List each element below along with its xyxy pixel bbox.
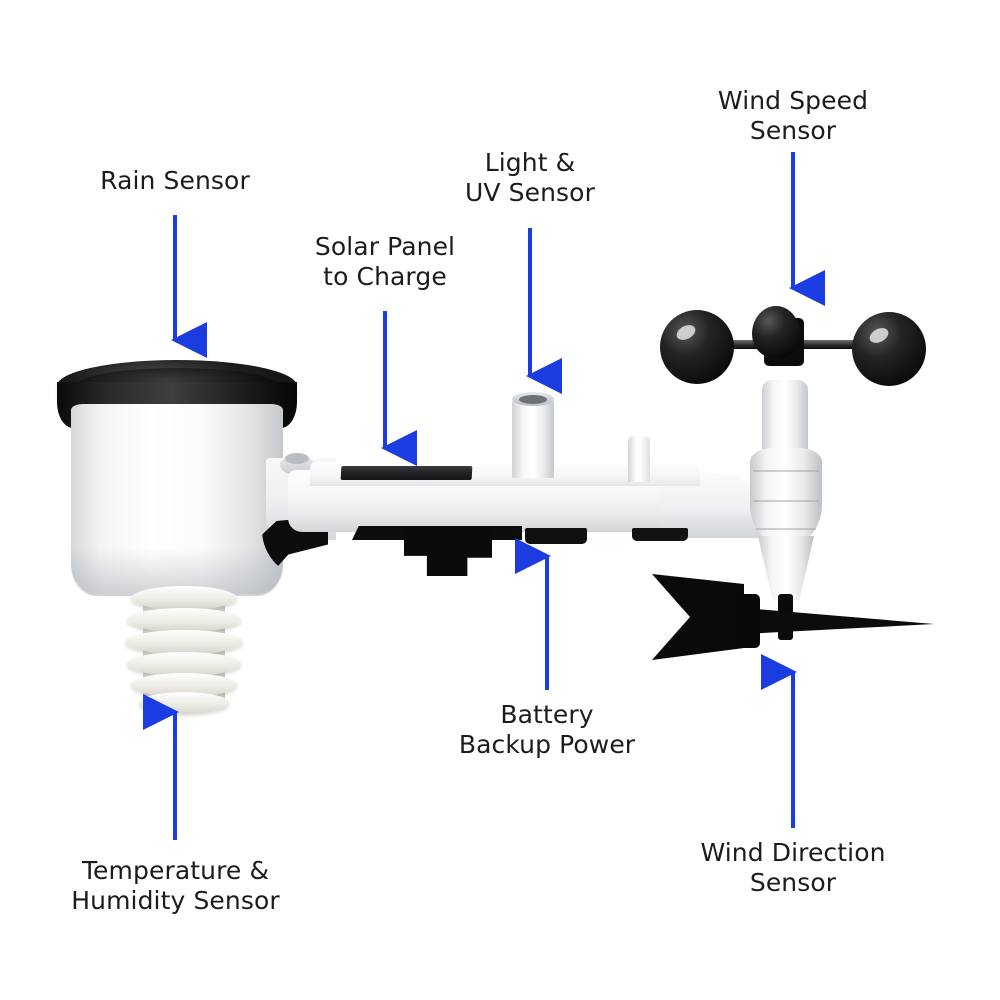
label-wind-speed-sensor: Wind Speed Sensor [717, 86, 869, 145]
label-temperature-humidity-sensor: Temperature & Humidity Sensor [71, 856, 280, 915]
label-solar-panel: Solar Panel to Charge [314, 232, 456, 291]
secondary-post [628, 436, 650, 482]
label-wind-direction-sensor: Wind Direction Sensor [700, 838, 886, 897]
label-battery-backup-power: Battery Backup Power [458, 700, 636, 759]
label-rain-sensor: Rain Sensor [100, 166, 250, 195]
label-light-uv-sensor: Light & UV Sensor [465, 148, 595, 207]
